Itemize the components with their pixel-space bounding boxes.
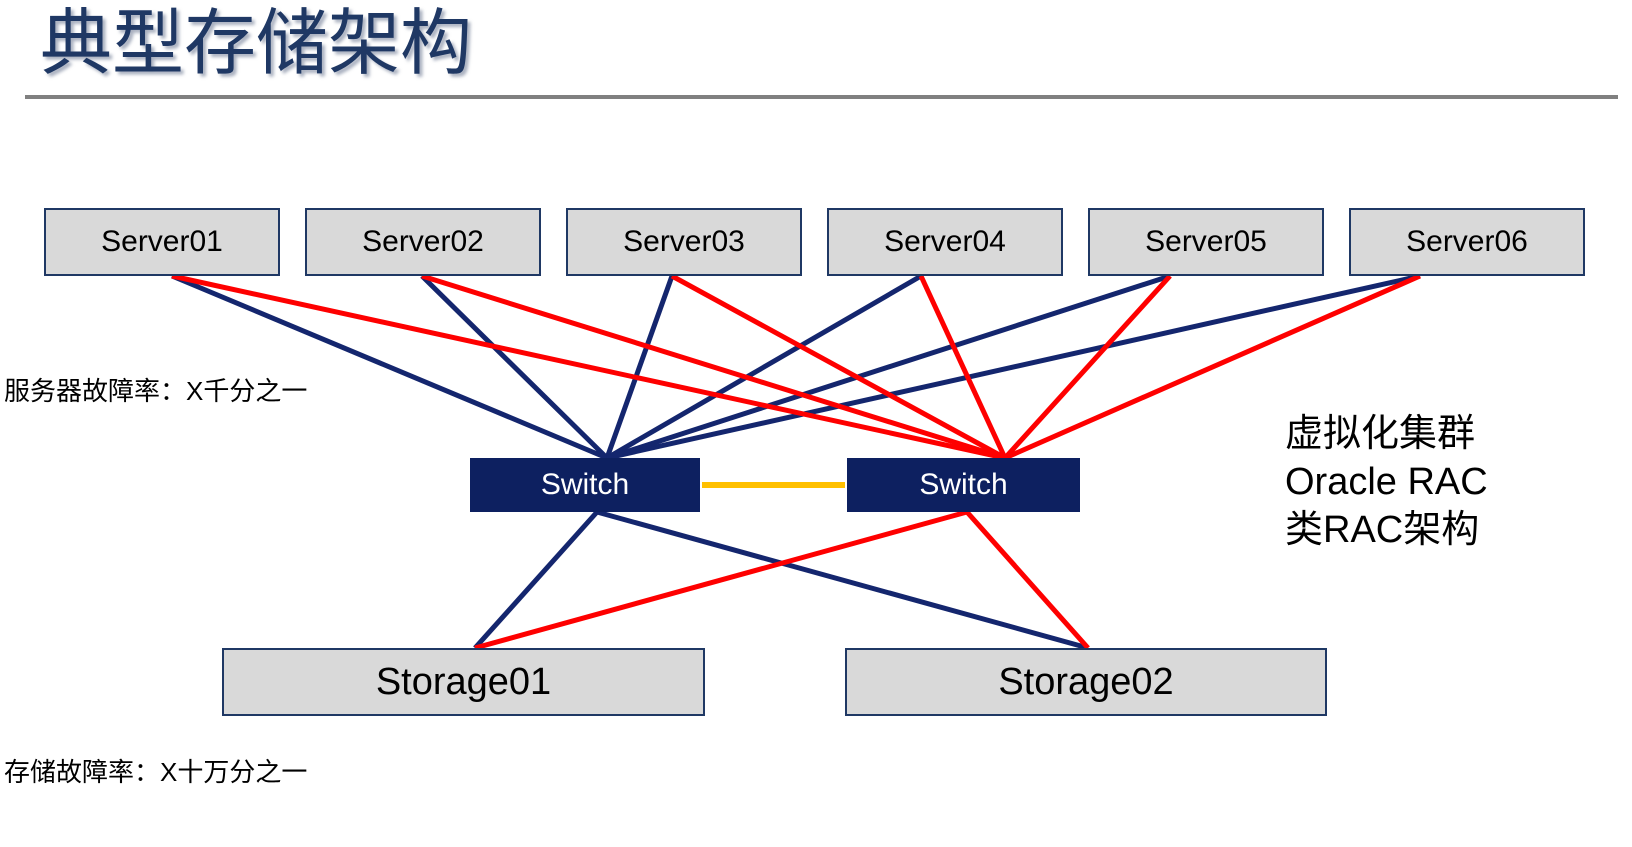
- storage-node-01[interactable]: Storage01: [222, 648, 705, 716]
- link-server-1-to-switch-left: [171, 273, 608, 461]
- link-switch-right-to-storage-01: [474, 509, 968, 651]
- link-switch-left-to-storage-01: [473, 510, 599, 650]
- switch-node-left[interactable]: Switch: [470, 458, 700, 512]
- switch-label: Switch: [919, 468, 1008, 501]
- storage-label: Storage01: [375, 660, 552, 703]
- link-server-3-to-switch-left: [604, 275, 675, 459]
- server-node-04[interactable]: Server04: [827, 208, 1063, 276]
- cluster-note: 虚拟化集群 Oracle RAC 类RAC架构: [1285, 410, 1488, 554]
- link-server-4-to-switch-left: [605, 273, 923, 461]
- server-label: Server01: [101, 225, 223, 258]
- switch-label: Switch: [540, 468, 630, 501]
- storage-label: Storage02: [998, 660, 1174, 703]
- link-server-2-to-switch-left: [420, 274, 609, 460]
- links-switch-to-storage: [473, 509, 1090, 651]
- server-label: Server05: [1145, 225, 1267, 258]
- server-node-01[interactable]: Server01: [44, 208, 280, 276]
- server-label: Server04: [884, 225, 1006, 258]
- server-label: Server02: [362, 225, 484, 258]
- link-server-4-to-switch-right: [918, 274, 1008, 460]
- server-label: Server06: [1406, 225, 1528, 258]
- switch-node-right[interactable]: Switch: [847, 458, 1080, 512]
- server-node-02[interactable]: Server02: [305, 208, 541, 276]
- link-server-2-to-switch-right: [421, 273, 1006, 461]
- page-title: 典型存储架构: [40, 4, 473, 84]
- cluster-note-line-2: Oracle RAC: [1285, 461, 1488, 503]
- link-server-5-to-switch-right: [1003, 274, 1172, 460]
- server-node-06[interactable]: Server06: [1349, 208, 1585, 276]
- link-server-6-to-switch-left: [606, 273, 1421, 461]
- link-switch-right-to-storage-02: [965, 510, 1090, 650]
- link-server-5-to-switch-left: [606, 273, 1171, 461]
- server-node-03[interactable]: Server03: [566, 208, 802, 276]
- links-servers-to-switch-left: [171, 273, 1421, 461]
- storage-node-02[interactable]: Storage02: [845, 648, 1327, 716]
- link-server-3-to-switch-right: [670, 273, 1007, 461]
- link-server-1-to-switch-right: [171, 273, 1006, 461]
- links-servers-to-switch-right: [171, 273, 1422, 461]
- link-switch-left-to-storage-02: [596, 509, 1089, 651]
- server-node-05[interactable]: Server05: [1088, 208, 1324, 276]
- cluster-note-line-3: 类RAC架构: [1285, 509, 1480, 551]
- server-label: Server03: [623, 225, 745, 258]
- title-divider: [25, 95, 1618, 99]
- link-server-6-to-switch-right: [1003, 273, 1422, 461]
- storage-failure-rate-label: 存储故障率：X十万分之一: [4, 757, 308, 787]
- server-failure-rate-label: 服务器故障率：X千分之一: [4, 376, 308, 406]
- cluster-note-line-1: 虚拟化集群: [1285, 413, 1476, 455]
